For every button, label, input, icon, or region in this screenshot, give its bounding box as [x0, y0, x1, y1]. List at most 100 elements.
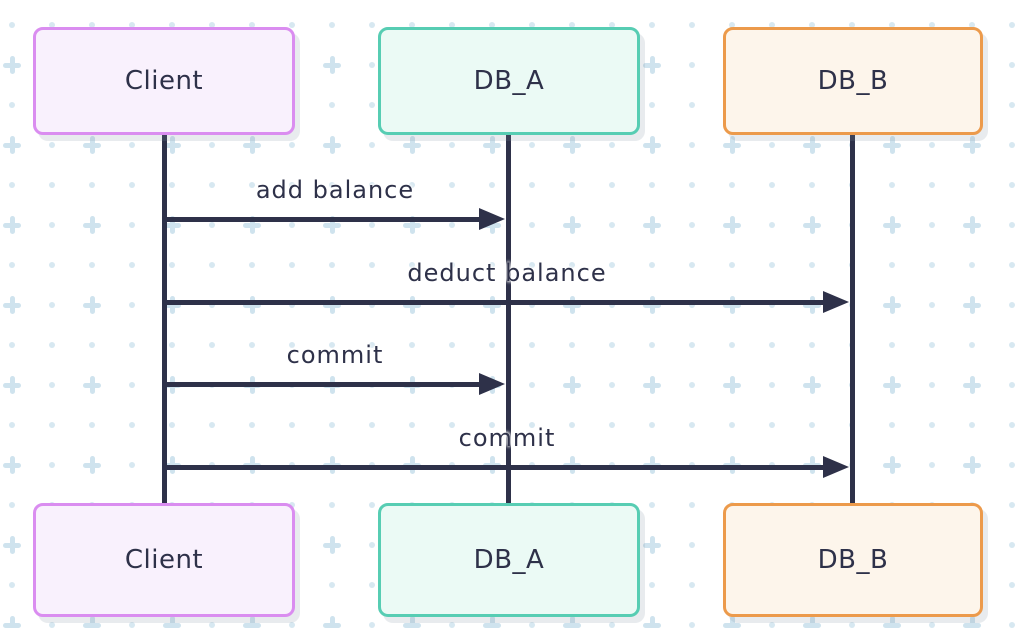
pattern-dot: [729, 262, 735, 268]
pattern-dot: [689, 342, 695, 348]
message-arrow-line: [165, 300, 825, 305]
pattern-dot: [249, 22, 255, 28]
pattern-dot: [49, 622, 55, 628]
participant-label: DB_A: [473, 545, 545, 575]
participant-label: Client: [124, 66, 204, 96]
pattern-dot: [489, 262, 495, 268]
pattern-dot: [809, 262, 815, 268]
pattern-dot: [9, 502, 15, 508]
pattern-dot: [129, 342, 135, 348]
pattern-dot: [1009, 582, 1015, 588]
pattern-dot: [449, 302, 455, 308]
pattern-dot: [649, 582, 655, 588]
pattern-dot: [89, 422, 95, 428]
pattern-dot: [689, 262, 695, 268]
pattern-plus-icon: [643, 216, 661, 234]
pattern-dot: [289, 422, 295, 428]
pattern-dot: [129, 262, 135, 268]
pattern-dot: [129, 422, 135, 428]
pattern-plus-icon: [803, 376, 821, 394]
pattern-dot: [329, 262, 335, 268]
pattern-dot: [489, 182, 495, 188]
participant-label: DB_B: [817, 545, 889, 575]
pattern-dot: [249, 422, 255, 428]
pattern-dot: [729, 422, 735, 428]
pattern-dot: [289, 182, 295, 188]
pattern-plus-icon: [643, 136, 661, 154]
pattern-plus-icon: [403, 296, 421, 314]
pattern-dot: [369, 582, 375, 588]
pattern-dot: [929, 22, 935, 28]
lifeline-client: [162, 135, 167, 505]
pattern-dot: [89, 182, 95, 188]
pattern-dot: [1009, 182, 1015, 188]
pattern-dot: [929, 382, 935, 388]
pattern-dot: [49, 302, 55, 308]
pattern-dot: [169, 182, 175, 188]
pattern-plus-icon: [243, 616, 261, 628]
pattern-dot: [689, 302, 695, 308]
pattern-dot: [1009, 382, 1015, 388]
pattern-dot: [889, 182, 895, 188]
pattern-dot: [489, 422, 495, 428]
pattern-dot: [529, 622, 535, 628]
pattern-dot: [129, 22, 135, 28]
pattern-plus-icon: [723, 616, 741, 628]
pattern-dot: [769, 302, 775, 308]
pattern-dot: [1009, 622, 1015, 628]
pattern-dot: [409, 22, 415, 28]
pattern-dot: [369, 262, 375, 268]
pattern-dot: [889, 422, 895, 428]
pattern-dot: [9, 182, 15, 188]
pattern-plus-icon: [803, 136, 821, 154]
pattern-dot: [569, 182, 575, 188]
pattern-dot: [369, 62, 375, 68]
pattern-dot: [209, 622, 215, 628]
pattern-dot: [529, 302, 535, 308]
pattern-plus-icon: [723, 216, 741, 234]
pattern-dot: [769, 22, 775, 28]
pattern-dot: [649, 422, 655, 428]
pattern-plus-icon: [163, 136, 181, 154]
lifeline-db-a: [506, 135, 511, 505]
pattern-dot: [649, 262, 655, 268]
pattern-dot: [169, 342, 175, 348]
pattern-dot: [9, 342, 15, 348]
message-label-deduct-balance: deduct balance: [407, 259, 607, 287]
pattern-plus-icon: [883, 376, 901, 394]
pattern-plus-icon: [803, 296, 821, 314]
pattern-dot: [409, 422, 415, 428]
pattern-dot: [769, 182, 775, 188]
pattern-dot: [1009, 342, 1015, 348]
pattern-dot: [449, 142, 455, 148]
pattern-plus-icon: [83, 456, 101, 474]
pattern-dot: [449, 622, 455, 628]
pattern-dot: [1009, 102, 1015, 108]
pattern-dot: [769, 222, 775, 228]
pattern-dot: [49, 222, 55, 228]
pattern-plus-icon: [323, 536, 341, 554]
pattern-plus-icon: [323, 136, 341, 154]
pattern-dot: [49, 182, 55, 188]
pattern-dot: [809, 22, 815, 28]
pattern-dot: [49, 142, 55, 148]
pattern-dot: [609, 182, 615, 188]
pattern-dot: [1009, 302, 1015, 308]
pattern-dot: [1009, 222, 1015, 228]
pattern-dot: [649, 502, 655, 508]
arrowhead-icon: [479, 208, 505, 230]
pattern-plus-icon: [3, 296, 21, 314]
pattern-dot: [609, 382, 615, 388]
pattern-dot: [529, 262, 535, 268]
message-label-add-balance: add balance: [255, 176, 415, 204]
pattern-plus-icon: [83, 136, 101, 154]
pattern-dot: [929, 342, 935, 348]
pattern-plus-icon: [563, 296, 581, 314]
pattern-plus-icon: [243, 136, 261, 154]
pattern-plus-icon: [883, 136, 901, 154]
pattern-dot: [249, 342, 255, 348]
participant-box-client-bottom: Client: [33, 503, 295, 617]
pattern-dot: [369, 22, 375, 28]
pattern-plus-icon: [3, 616, 21, 628]
